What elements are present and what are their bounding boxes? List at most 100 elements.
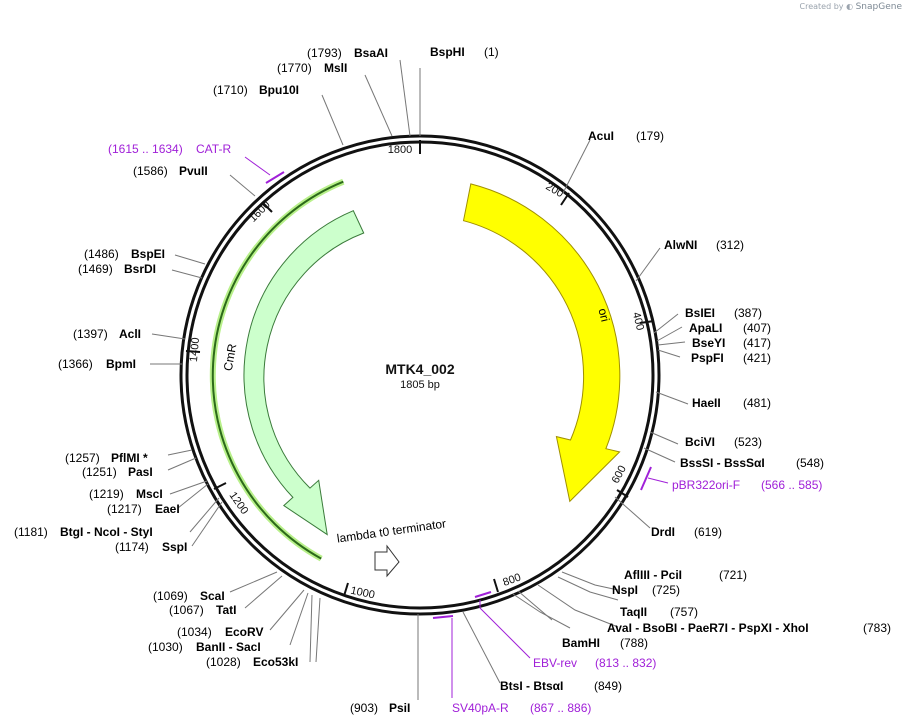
- site-label-afliii[interactable]: AflIII - PciI (721): [624, 568, 747, 582]
- site-position: (407): [743, 321, 771, 335]
- site-position: (788): [620, 636, 648, 650]
- site-name: PflMI *: [111, 451, 148, 465]
- site-position: (783): [863, 621, 891, 635]
- primer-ebv-rev-mark[interactable]: [474, 591, 492, 598]
- site-label-eco53ki[interactable]: (1028) Eco53kI: [206, 655, 298, 669]
- site-position: (1586): [133, 164, 168, 178]
- site-label-pflmi[interactable]: (1257) PflMI *: [65, 451, 148, 465]
- primer-label-ebv-rev[interactable]: EBV-rev (813 .. 832): [533, 656, 656, 670]
- ruler-label-1400: 1400: [188, 337, 202, 362]
- site-position: (179): [636, 129, 664, 143]
- site-name: EaeI: [155, 502, 180, 516]
- site-label-eaei[interactable]: (1217) EaeI: [107, 502, 180, 516]
- site-label-banii[interactable]: (1030) BanII - SacI: [148, 640, 261, 654]
- site-label-pasi[interactable]: (1251) PasI: [82, 465, 153, 479]
- site-position: (1034): [177, 625, 212, 639]
- site-label-bpmi[interactable]: (1366) BpmI: [58, 357, 136, 371]
- site-name: ApaLI: [689, 321, 722, 335]
- feature-lambda-t0-label: lambda t0 terminator: [336, 516, 447, 545]
- site-name: BseYI: [692, 336, 725, 350]
- site-label-taqii[interactable]: TaqII (757): [620, 605, 698, 619]
- site-label-ecorv[interactable]: (1034) EcoRV: [177, 625, 263, 639]
- site-position: (721): [719, 568, 747, 582]
- site-position: (1): [484, 45, 499, 59]
- site-label-msci[interactable]: (1219) MscI: [89, 487, 163, 501]
- site-position: (849): [594, 679, 622, 693]
- site-position: (757): [670, 605, 698, 619]
- site-label-haeii[interactable]: HaeII (481): [692, 396, 771, 410]
- primer-cat-r-mark[interactable]: [265, 171, 285, 184]
- site-label-psii[interactable]: (903) PsiI: [350, 701, 410, 715]
- site-name: PsiI: [389, 701, 410, 715]
- site-label-avai[interactable]: AvaI - BsoBI - PaeR7I - PspXI - XhoI (78…: [607, 621, 891, 635]
- site-label-bsaai[interactable]: (1793) BsaAI: [307, 46, 388, 60]
- site-position: (619): [694, 525, 722, 539]
- site-label-scai[interactable]: (1069) ScaI: [153, 589, 225, 603]
- site-label-bamhi[interactable]: BamHI (788): [562, 636, 648, 650]
- primer-labels: (1615 .. 1634) CAT-R pBR322ori-F (566 ..…: [108, 142, 822, 715]
- site-label-apali[interactable]: ApaLI (407): [689, 321, 771, 335]
- site-label-btgi[interactable]: (1181) BtgI - NcoI - StyI: [14, 525, 153, 539]
- site-label-alwni[interactable]: AlwNI (312): [664, 238, 744, 252]
- site-name: DrdI: [651, 525, 675, 539]
- site-name: AflIII - PciI: [624, 568, 682, 582]
- site-position: (1486): [84, 247, 119, 261]
- site-label-msli[interactable]: (1770) MslI: [277, 61, 347, 75]
- site-position: (417): [743, 336, 771, 350]
- site-name: AlwNI: [664, 238, 697, 252]
- site-label-bsrdi[interactable]: (1469) BsrDI: [78, 262, 156, 276]
- site-label-nspi[interactable]: NspI (725): [612, 583, 680, 597]
- feature-ori-label: ori: [595, 307, 612, 323]
- ruler-label-1800: 1800: [388, 144, 412, 156]
- site-label-pspfi[interactable]: PspFI (421): [691, 351, 771, 365]
- site-name: EcoRV: [225, 625, 263, 639]
- feature-cmr-outline-dark: [211, 180, 344, 560]
- ruler-label-400: 400: [630, 311, 646, 332]
- site-label-acli[interactable]: (1397) AclI: [73, 327, 141, 341]
- site-position: (1181): [14, 525, 48, 539]
- site-position: (1217): [107, 502, 142, 516]
- site-label-acui[interactable]: AcuI (179): [588, 129, 664, 143]
- site-name: PasI: [128, 465, 153, 479]
- site-label-bspei[interactable]: (1486) BspEI: [84, 247, 165, 261]
- site-position: (1251): [82, 465, 117, 479]
- site-position: (903): [350, 701, 378, 715]
- site-label-drdi[interactable]: DrdI (619): [651, 525, 722, 539]
- site-label-sspi[interactable]: (1174) SspI: [115, 540, 187, 554]
- site-name: MslI: [324, 61, 347, 75]
- site-label-pvuii[interactable]: (1586) PvuII: [133, 164, 208, 178]
- site-position: (1710): [213, 83, 248, 97]
- primer-name: pBR322ori-F: [672, 478, 740, 492]
- site-label-bcivi[interactable]: BciVI (523): [685, 435, 762, 449]
- primer-sv40pa-r-mark[interactable]: [432, 615, 454, 619]
- feature-lambda-t0-terminator-arrow[interactable]: [374, 544, 400, 578]
- feature-cmr-arrow[interactable]: [243, 210, 365, 536]
- primer-name: EBV-rev: [533, 656, 577, 670]
- primer-range: (1615 .. 1634): [108, 142, 183, 156]
- site-name: BanII - SacI: [196, 640, 261, 654]
- primer-label-cat-r[interactable]: (1615 .. 1634) CAT-R: [108, 142, 231, 156]
- primer-label-pbr322ori-f[interactable]: pBR322ori-F (566 .. 585): [672, 478, 822, 492]
- primer-pbr322ori-f-mark[interactable]: [640, 466, 652, 491]
- site-position: (1219): [89, 487, 124, 501]
- site-label-bsphi[interactable]: BspHI (1): [430, 45, 499, 59]
- site-name: PspFI: [691, 351, 724, 365]
- site-label-bpu10i[interactable]: (1710) Bpu10I: [213, 83, 299, 97]
- site-position: (1030): [148, 640, 183, 654]
- site-label-bsiei[interactable]: BsIEI (387): [685, 306, 762, 320]
- site-label-bseyi[interactable]: BseYI (417): [692, 336, 771, 350]
- site-leader-lines: [150, 59, 689, 700]
- site-name: AcuI: [588, 129, 614, 143]
- site-position: (548): [796, 456, 824, 470]
- site-label-tati[interactable]: (1067) TatI: [169, 603, 236, 617]
- primer-label-sv40pa-r[interactable]: SV40pA-R (867 .. 886): [452, 701, 591, 715]
- primer-range: (867 .. 886): [530, 701, 591, 715]
- site-position: (1067): [169, 603, 204, 617]
- site-position: (523): [734, 435, 762, 449]
- site-name: BpmI: [106, 357, 136, 371]
- site-label-bsssi[interactable]: BssSI - BssSαI (548): [680, 456, 824, 470]
- site-name: PvuII: [179, 164, 208, 178]
- site-label-btsi[interactable]: BtsI - BtsαI (849): [500, 679, 622, 693]
- feature-ori-arrow[interactable]: [462, 183, 621, 503]
